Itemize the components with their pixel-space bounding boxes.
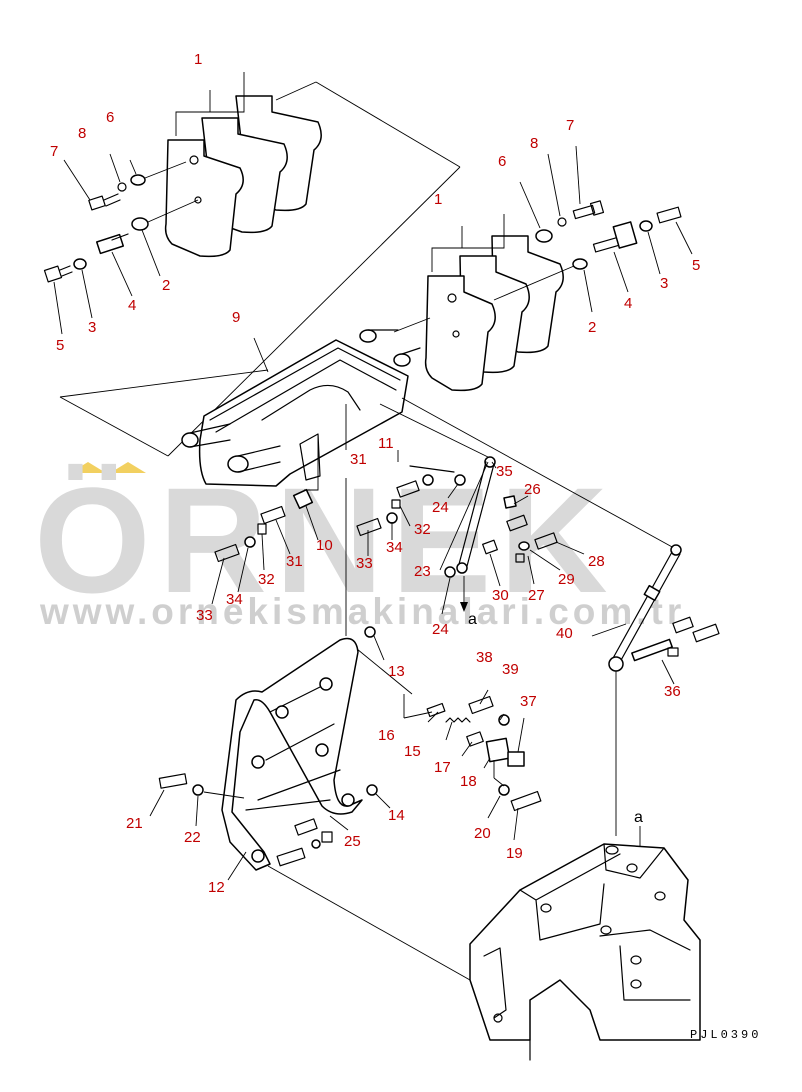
callout-21: 21 [126,815,143,832]
callout-1: 1 [194,51,202,68]
callout-30: 30 [492,587,509,604]
callout-29: 29 [558,571,575,588]
callout-4: 4 [624,295,632,312]
watermark-accent-left [70,462,106,473]
callout-39: 39 [502,661,519,678]
callout-24: 24 [432,499,449,516]
callout-15: 15 [404,743,421,760]
callout-9: 9 [232,309,240,326]
callout-32: 32 [258,571,275,588]
callout-3: 3 [660,275,668,292]
view-marker-lower: a [634,809,643,826]
watermark-accent-right [110,462,146,473]
callout-4: 4 [128,297,136,314]
callout-19: 19 [506,845,523,862]
callout-17: 17 [434,759,451,776]
view-marker-upper: a [468,611,477,628]
callout-13: 13 [388,663,405,680]
callout-33: 33 [196,607,213,624]
brake-shoe-group-right [424,145,693,392]
callout-36: 36 [664,683,681,700]
callout-7: 7 [50,143,58,160]
callout-28: 28 [588,553,605,570]
callout-25: 25 [344,833,361,850]
callout-2: 2 [162,277,170,294]
callout-26: 26 [524,481,541,498]
callout-31: 31 [286,553,303,570]
callout-27: 27 [528,587,545,604]
callouts: 1 6 8 7 2 4 3 5 1 6 8 7 2 4 3 5 9 31 11 … [50,51,700,896]
callout-5: 5 [56,337,64,354]
watermark: ÖRNEK www.ornekismakinalari.com.tr [34,456,685,632]
watermark-brand: ÖRNEK [34,456,616,624]
callout-32: 32 [414,521,431,538]
callout-20: 20 [474,825,491,842]
callout-34: 34 [226,591,243,608]
callout-33: 33 [356,555,373,572]
callout-5: 5 [692,257,700,274]
lower-frame [149,626,542,981]
callout-10: 10 [316,537,333,554]
callout-24: 24 [432,621,449,638]
mid-linkage [211,404,720,836]
callout-18: 18 [460,773,477,790]
callout-11: 11 [378,435,394,452]
callout-3: 3 [88,319,96,336]
callout-7: 7 [566,117,574,134]
callout-6: 6 [106,109,114,126]
callout-12: 12 [208,879,225,896]
callout-8: 8 [78,125,86,142]
callout-6: 6 [498,153,506,170]
callout-23: 23 [414,563,431,580]
callout-31: 31 [350,451,367,468]
watermark-url: www.ornekismakinalari.com.tr [39,591,685,632]
callout-38: 38 [476,649,493,666]
brake-shoe-group-left [43,72,322,335]
callout-8: 8 [530,135,538,152]
upper-left-plane [59,81,461,457]
callout-16: 16 [378,727,395,744]
callout-14: 14 [388,807,405,824]
transmission-housing [469,826,701,1061]
callout-1: 1 [434,191,442,208]
callout-22: 22 [184,829,201,846]
callout-34: 34 [386,539,403,556]
callout-37: 37 [520,693,537,710]
drawing-code: PJL0390 [690,1028,761,1042]
callout-35: 35 [496,463,513,480]
callout-40: 40 [556,625,573,642]
main-bracket [181,317,675,549]
callout-2: 2 [588,319,596,336]
